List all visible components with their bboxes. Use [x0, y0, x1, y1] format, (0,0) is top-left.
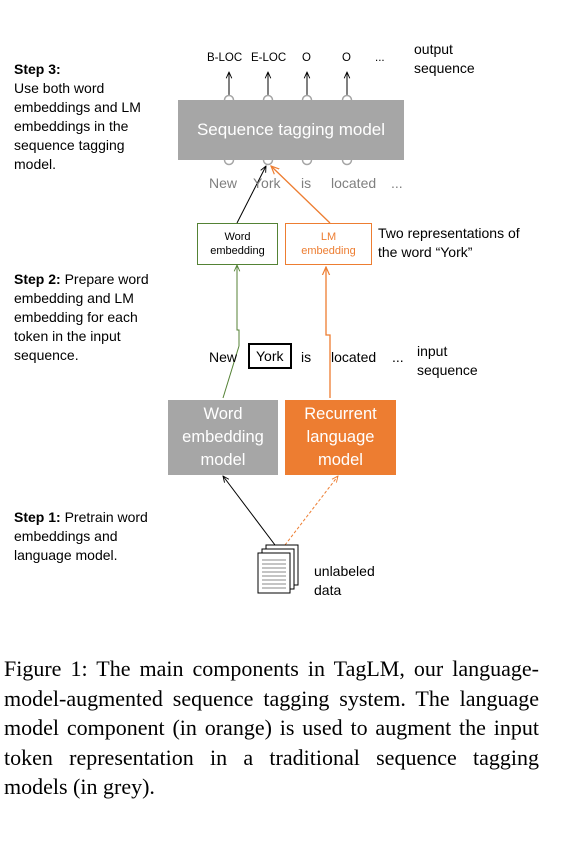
- word-emb-lookup-arrow: [237, 265, 239, 346]
- context-token: New: [209, 175, 238, 191]
- unlabeled-data-label: unlabeled data: [314, 563, 375, 598]
- context-token: ...: [391, 175, 403, 191]
- output-tag: E-LOC: [251, 52, 287, 64]
- output-tag: O: [342, 52, 351, 64]
- lm-embedding-box: LM embedding: [285, 223, 372, 265]
- recurrent-lm-label: Recurrent language model: [304, 405, 377, 469]
- two-representations-label: Two representations of the word “York”: [378, 225, 520, 260]
- step1-description: Pretrain word embeddings and language mo…: [14, 509, 148, 563]
- context-token: is: [301, 175, 312, 191]
- word-embedding-model-box: Word embedding model: [168, 400, 278, 475]
- documents-icon: [257, 544, 299, 594]
- lm-embedding-label: LM embedding: [301, 231, 356, 257]
- recurrent-lm-box: Recurrent language model: [285, 400, 396, 475]
- sequence-tagging-model-box: Sequence tagging model: [178, 100, 404, 160]
- word-emb-to-york-arrow: [236, 166, 266, 224]
- context-token: located: [331, 175, 377, 191]
- word-embedding-label: Word embedding: [210, 231, 265, 257]
- step3-description: Use both word embeddings and LM embeddin…: [14, 80, 141, 172]
- data-to-word-model-arrow: [223, 476, 276, 546]
- word-embedding-model-label: Word embedding model: [182, 405, 264, 469]
- lm-emb-arrow: [326, 267, 331, 398]
- input-sequence-label: input sequence: [417, 343, 478, 378]
- step1-text: Step 1: Pretrain word embeddings and lan…: [14, 508, 166, 565]
- word-embedding-box: Word embedding: [197, 223, 278, 265]
- word-model-to-input-line: [222, 345, 240, 399]
- step2-description: Prepare word embedding and LM embedding …: [14, 271, 149, 363]
- step3-text: Step 3: Use both word embeddings and LM …: [14, 60, 149, 174]
- output-tag: ...: [375, 52, 385, 64]
- output-sequence-label: output sequence: [414, 41, 475, 76]
- output-tag: B-LOC: [207, 52, 243, 64]
- context-token: York: [253, 175, 281, 191]
- step2-text: Step 2: Prepare word embedding and LM em…: [14, 270, 164, 365]
- sequence-tagging-model-label: Sequence tagging model: [196, 120, 386, 139]
- input-token: New: [209, 349, 238, 365]
- input-token: ...: [392, 349, 404, 365]
- step3-title: Step 3:: [14, 61, 61, 77]
- input-token-york: York: [248, 343, 292, 369]
- output-tag: O: [302, 52, 311, 64]
- lm-emb-to-york-arrow: [271, 166, 331, 224]
- step2-title: Step 2:: [14, 271, 61, 287]
- input-token: located: [331, 349, 377, 365]
- data-to-lm-arrow: [284, 476, 338, 546]
- step1-title: Step 1:: [14, 509, 61, 525]
- input-token: is: [301, 349, 312, 365]
- figure-caption: Figure 1: The main components in TagLM, …: [4, 656, 539, 799]
- output-arrows: [229, 72, 347, 96]
